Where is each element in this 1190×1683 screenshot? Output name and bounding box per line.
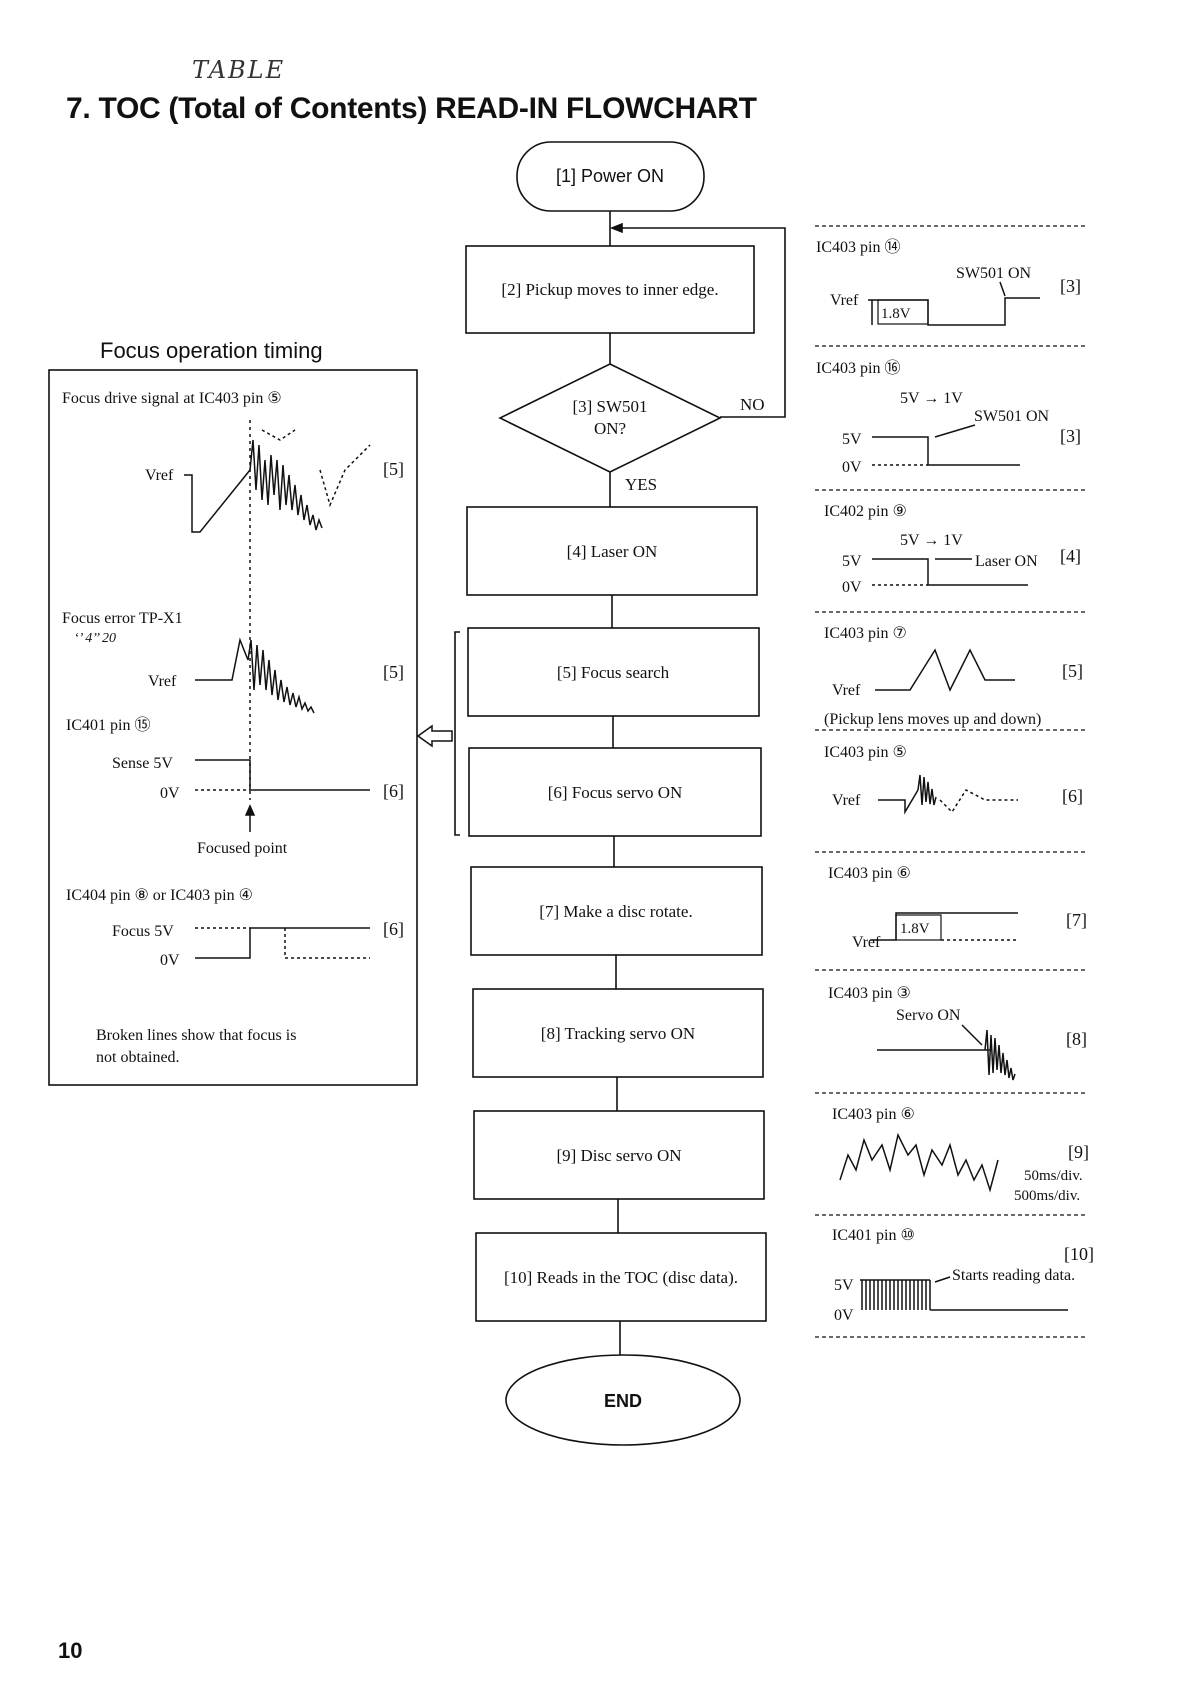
w2-ref: [3] — [1060, 426, 1081, 446]
flow-decision: [3] SW501 ON? YES NO — [498, 363, 765, 494]
ic401-pin-label: IC401 pin ⑮ — [66, 716, 150, 734]
focus-0v-label: 0V — [160, 952, 180, 969]
decision-line2: ON? — [594, 419, 626, 438]
focus-error-label: Focus error TP-X1 — [62, 610, 183, 627]
waveform-dividers — [815, 225, 1085, 1338]
flow-step-4: [4] Laser ON — [567, 542, 658, 561]
focus-ref-6b: [6] — [383, 919, 404, 939]
flow-step-6: [6] Focus servo ON — [548, 783, 683, 802]
w4-note: (Pickup lens moves up and down) — [824, 711, 1041, 728]
w4-vref: Vref — [832, 682, 861, 699]
w4-ref: [5] — [1062, 661, 1083, 681]
w2-pin: IC403 pin ⑯ — [816, 359, 900, 377]
w7-label: Servo ON — [896, 1007, 961, 1024]
decision-yes: YES — [625, 475, 657, 494]
flow-step-9: [9] Disc servo ON — [556, 1146, 681, 1165]
focus-vref-2: Vref — [148, 673, 177, 690]
w1-vref: Vref — [830, 292, 859, 309]
focus-handwritten-numbers: ‘’ 4’’ 20 — [74, 631, 116, 646]
w7-pin: IC403 pin ③ — [828, 985, 911, 1002]
w1-level: 1.8V — [881, 306, 911, 322]
sense-0v-label: 0V — [160, 785, 180, 802]
page-number: 10 — [58, 1638, 83, 1663]
w8-scale1: 50ms/div. — [1024, 1168, 1083, 1184]
focus-timing-panel: Focus drive signal at IC403 pin ⑤ Vref [… — [48, 369, 418, 1086]
flow-step-7: [7] Make a disc rotate. — [539, 902, 692, 921]
w3-change: 5V → 1V — [900, 532, 963, 549]
page-title: 7. TOC (Total of Contents) READ-IN FLOWC… — [66, 92, 757, 125]
decision-line1: [3] SW501 — [572, 397, 647, 416]
w6-pin: IC403 pin ⑥ — [828, 865, 911, 882]
w8-pin: IC403 pin ⑥ — [832, 1106, 915, 1123]
w9-pin: IC401 pin ⑩ — [832, 1227, 915, 1244]
w3-label: Laser ON — [975, 553, 1038, 570]
w9-0v: 0V — [834, 1307, 854, 1324]
w1-ref: [3] — [1060, 276, 1081, 296]
ic404-pin-label: IC404 pin ⑧ or IC403 pin ④ — [66, 887, 253, 904]
flow-connectors — [454, 211, 786, 1355]
w3-0v: 0V — [842, 579, 862, 596]
decision-no: NO — [740, 395, 765, 414]
w2-label: SW501 ON — [974, 408, 1050, 425]
w5-vref: Vref — [832, 792, 861, 809]
flow-step-10: [10] Reads in the TOC (disc data). — [504, 1268, 738, 1287]
w9-ref: [10] — [1064, 1244, 1094, 1264]
focus-drive-label: Focus drive signal at IC403 pin ⑤ — [62, 390, 282, 407]
w5-ref: [6] — [1062, 786, 1083, 806]
w4-pin: IC403 pin ⑦ — [824, 625, 907, 642]
waveform-traces — [839, 281, 1068, 1311]
focus-vref-1: Vref — [145, 467, 174, 484]
w1-label: SW501 ON — [956, 265, 1032, 282]
flow-boxes — [465, 245, 767, 1322]
w8-ref: [9] — [1068, 1142, 1089, 1162]
hollow-arrow-icon — [416, 724, 453, 748]
flow-start: [1] Power ON — [516, 141, 705, 212]
w9-5v: 5V — [834, 1277, 854, 1294]
flow-step-labels: [2] Pickup moves to inner edge. [4] Lase… — [501, 280, 738, 1287]
handwritten-note: TABLE — [192, 56, 286, 84]
w9-label: Starts reading data. — [952, 1267, 1075, 1284]
focus-5v-label: Focus 5V — [112, 923, 174, 940]
flow-end-label: END — [604, 1391, 642, 1411]
focus-ref-5b: [5] — [383, 662, 404, 682]
waveform-labels: IC403 pin ⑭ SW501 ON Vref 1.8V [3] IC403… — [816, 238, 1094, 1324]
w2-0v: 0V — [842, 459, 862, 476]
focus-timing-title: Focus operation timing — [100, 338, 323, 363]
focus-ref-5a: [5] — [383, 459, 404, 479]
w7-ref: [8] — [1066, 1029, 1087, 1049]
w2-5v: 5V — [842, 431, 862, 448]
w5-pin: IC403 pin ⑤ — [824, 744, 907, 761]
flow-step-2: [2] Pickup moves to inner edge. — [501, 280, 718, 299]
w6-vref: Vref — [852, 934, 881, 951]
w6-ref: [7] — [1066, 910, 1087, 930]
flow-end: END — [505, 1354, 741, 1446]
focused-point-label: Focused point — [197, 840, 288, 857]
sense-5v-label: Sense 5V — [112, 755, 173, 772]
w3-ref: [4] — [1060, 546, 1081, 566]
focus-note-line2: not obtained. — [96, 1049, 180, 1066]
w3-5v: 5V — [842, 553, 862, 570]
flow-step-8: [8] Tracking servo ON — [541, 1024, 695, 1043]
w3-pin: IC402 pin ⑨ — [824, 503, 907, 520]
w1-pin: IC403 pin ⑭ — [816, 238, 900, 256]
w2-change: 5V → 1V — [900, 390, 963, 407]
flow-step-5: [5] Focus search — [557, 663, 670, 682]
focus-ref-6a: [6] — [383, 781, 404, 801]
focus-note-line1: Broken lines show that focus is — [96, 1027, 296, 1044]
flow-start-label: [1] Power ON — [556, 166, 664, 186]
w6-level: 1.8V — [900, 921, 930, 937]
w8-scale2: 500ms/div. — [1014, 1188, 1080, 1204]
